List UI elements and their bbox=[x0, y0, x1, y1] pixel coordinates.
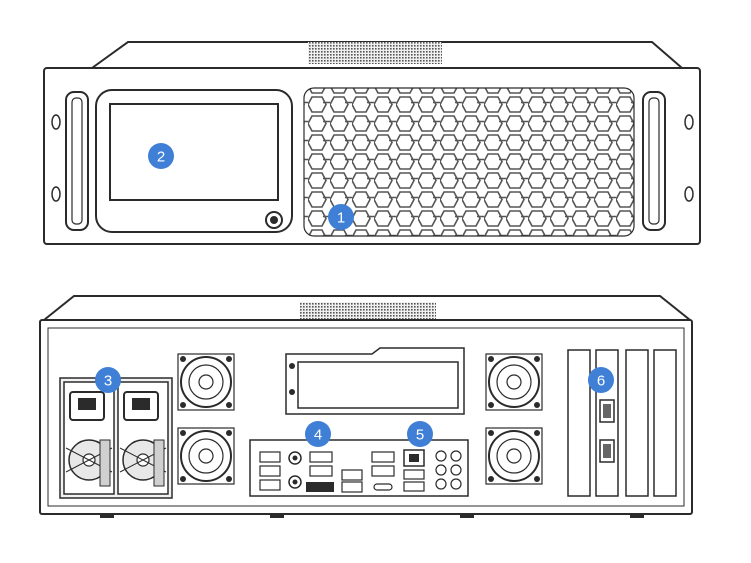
rear-expansion-slots bbox=[567, 349, 677, 497]
power-button-inner bbox=[270, 216, 278, 224]
callout-badge-1: 1 bbox=[328, 204, 354, 230]
displayport bbox=[306, 482, 334, 492]
expansion-slot bbox=[653, 349, 677, 497]
audio-jack bbox=[450, 450, 462, 462]
callout-badge-4: 4 bbox=[305, 421, 331, 447]
rear-cover-plate bbox=[285, 347, 465, 415]
usb-port bbox=[403, 481, 425, 492]
callout-badge-6: 6 bbox=[588, 367, 614, 393]
audio-jack bbox=[435, 450, 447, 462]
rack-ear-hole bbox=[51, 186, 61, 202]
rear-foot bbox=[460, 514, 474, 518]
rear-io-panel bbox=[249, 439, 469, 497]
front-left-handle bbox=[65, 91, 89, 231]
callout-4-circle bbox=[305, 421, 331, 447]
expansion-slot bbox=[625, 349, 649, 497]
callout-1-label: 1 bbox=[337, 210, 345, 227]
optical-port bbox=[435, 478, 447, 490]
usb-c-port bbox=[373, 483, 393, 491]
front-view bbox=[43, 41, 701, 245]
callout-badge-5: 5 bbox=[407, 421, 433, 447]
front-right-handle bbox=[642, 91, 666, 231]
front-right-handle-inner bbox=[648, 97, 660, 225]
usb-port bbox=[259, 479, 281, 491]
rear-io-ports-group-a bbox=[259, 451, 363, 493]
callout-5-circle bbox=[407, 421, 433, 447]
callout-4-label: 4 bbox=[314, 427, 322, 444]
expansion-slot bbox=[567, 349, 591, 497]
usb-port bbox=[309, 451, 333, 463]
rear-top-vent bbox=[300, 302, 436, 324]
callout-6-label: 6 bbox=[597, 373, 605, 390]
rear-panel-inner bbox=[47, 327, 685, 507]
usb-port bbox=[259, 465, 281, 477]
front-left-handle-inner bbox=[71, 97, 83, 225]
usb-port bbox=[371, 451, 395, 463]
callout-1-circle bbox=[328, 204, 354, 230]
callout-2-circle bbox=[148, 143, 174, 169]
callout-3-label: 3 bbox=[104, 373, 112, 390]
rear-foot bbox=[270, 514, 284, 518]
rear-foot bbox=[100, 514, 114, 518]
audio-jack bbox=[450, 478, 462, 490]
callout-5-label: 5 bbox=[416, 427, 424, 444]
rear-view bbox=[39, 295, 693, 518]
audio-jack bbox=[435, 464, 447, 476]
callout-2-label: 2 bbox=[157, 149, 165, 166]
callout-badge-2: 2 bbox=[148, 143, 174, 169]
usb-port bbox=[371, 465, 395, 477]
display-screen bbox=[109, 103, 279, 201]
callout-badge-3: 3 bbox=[95, 367, 121, 393]
front-top-vent bbox=[308, 42, 442, 64]
usb-port bbox=[341, 469, 363, 481]
usb-port bbox=[403, 469, 425, 480]
callout-3-circle bbox=[95, 367, 121, 393]
rear-power-supplies bbox=[59, 377, 173, 499]
rear-foot bbox=[630, 514, 644, 518]
rear-left-fans bbox=[177, 353, 235, 485]
usb-port bbox=[309, 465, 333, 477]
usb-port bbox=[259, 451, 281, 463]
usb-port bbox=[341, 481, 363, 493]
rack-ear-hole bbox=[684, 114, 694, 130]
audio-jack bbox=[450, 464, 462, 476]
rack-ear-hole bbox=[51, 114, 61, 130]
rear-right-fans bbox=[485, 353, 543, 485]
callout-6-circle bbox=[588, 367, 614, 393]
front-honeycomb-vent bbox=[303, 87, 635, 237]
rack-ear-hole bbox=[684, 186, 694, 202]
rear-io-ports-group-b bbox=[371, 449, 462, 492]
